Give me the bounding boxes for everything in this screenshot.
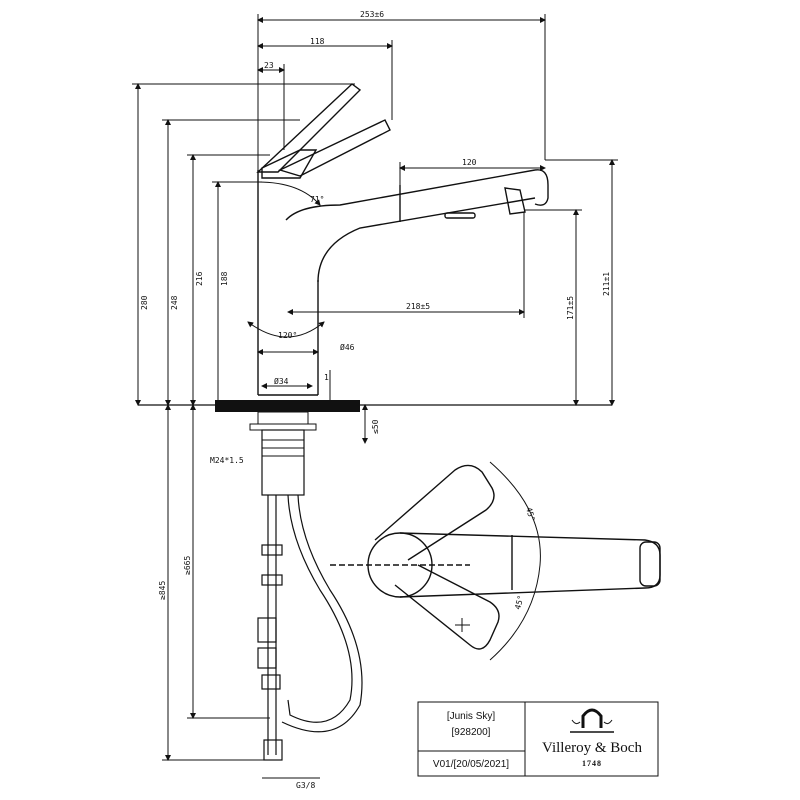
dim-total-length: 253±6 bbox=[360, 10, 384, 19]
dim-outlet-height: 171±5 bbox=[566, 296, 575, 320]
dim-connection: G3/8 bbox=[296, 781, 315, 790]
dim-hose-short: ≥665 bbox=[183, 556, 192, 575]
dimension-lines bbox=[132, 14, 618, 779]
dim-height-188: 188 bbox=[220, 271, 229, 286]
dim-spout-height: 211±1 bbox=[602, 272, 611, 296]
faucet-side-view bbox=[256, 83, 549, 396]
mounting-base bbox=[215, 400, 360, 496]
dim-height-248: 248 bbox=[170, 295, 179, 310]
dim-reach: 218±5 bbox=[406, 302, 430, 311]
dim-small-mark: 1 bbox=[324, 373, 329, 382]
dim-height-216: 216 bbox=[195, 271, 204, 286]
faucet-top-view bbox=[330, 461, 661, 661]
dim-top-angle-2: 45° bbox=[513, 594, 525, 610]
hose-assembly bbox=[257, 494, 363, 761]
version-date: V01/[20/05/2021] bbox=[433, 759, 509, 770]
dim-spout-head: 120 bbox=[462, 158, 477, 167]
dim-max-deck: ≤50 bbox=[371, 419, 380, 434]
title-block bbox=[417, 701, 659, 777]
dim-hose-long: ≥845 bbox=[158, 581, 167, 600]
dim-thread: M24*1.5 bbox=[210, 456, 244, 465]
dim-height-280: 280 bbox=[140, 295, 149, 310]
dim-lever-length: 118 bbox=[310, 37, 325, 46]
dim-base-diameter: Ø46 bbox=[340, 342, 355, 352]
article-number: [928200] bbox=[452, 727, 491, 738]
dim-top-angle-1: 45° bbox=[524, 506, 536, 522]
dim-lever-offset: 23 bbox=[264, 61, 274, 70]
product-name: [Junis Sky] bbox=[447, 711, 496, 722]
brand-name: Villeroy & Boch bbox=[542, 740, 642, 756]
brand-year: 1748 bbox=[582, 759, 602, 768]
dim-hole-diameter: Ø34 bbox=[274, 376, 289, 386]
dim-swivel-angle: 120° bbox=[278, 331, 297, 340]
dim-lever-angle: 71° bbox=[310, 195, 324, 204]
